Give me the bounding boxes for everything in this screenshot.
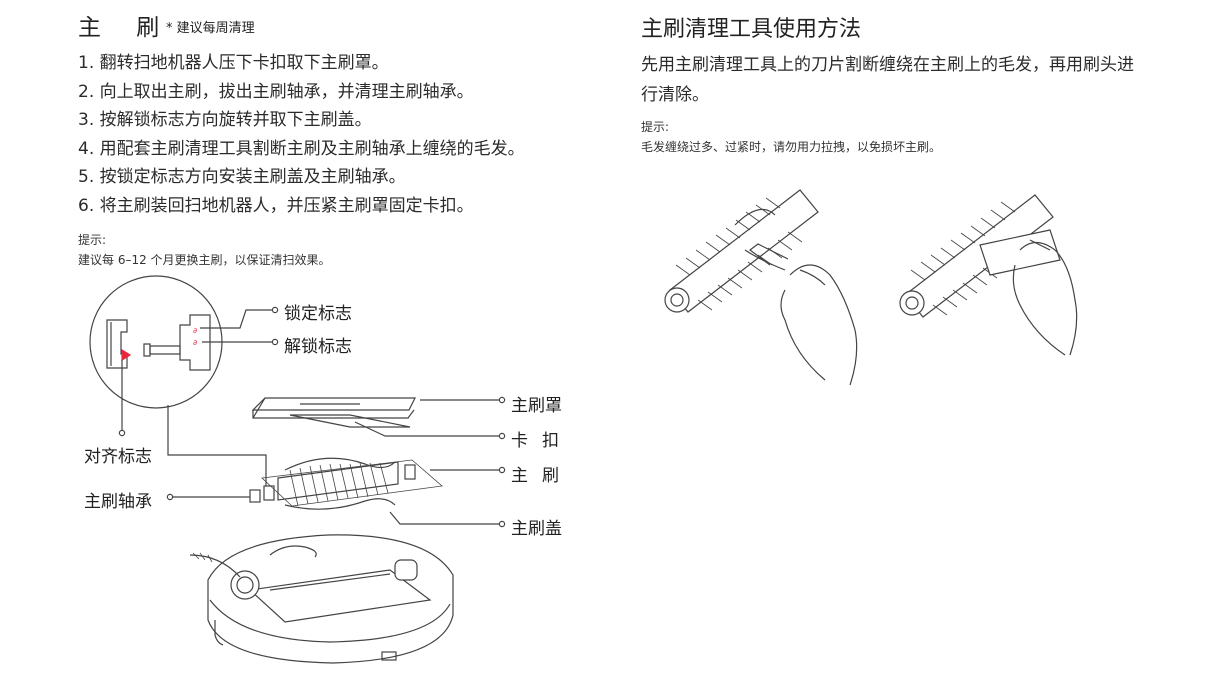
tool-tip-text: 毛发缠绕过多、过紧时，请勿用力拉拽，以免损坏主刷。 [641, 140, 942, 154]
leader-lines [118, 306, 506, 528]
step-item: 1. 翻转扫地机器人压下卡扣取下主刷罩。 [78, 53, 389, 73]
cleaning-frequency-note: * 建议每周清理 [166, 21, 255, 36]
tip-label: 提示: [78, 233, 107, 247]
section-title: 主 刷 [78, 15, 174, 41]
tool-illustration-cutting [664, 189, 858, 386]
lock-detail-callout: ∂ ∂ [89, 275, 223, 409]
tool-usage-title: 主刷清理工具使用方法 [641, 17, 862, 42]
svg-text:∂: ∂ [193, 326, 197, 335]
label-main-brush: 主刷 [511, 466, 573, 486]
label-brush-lid: 主刷盖 [511, 519, 562, 539]
step-item: 5. 按锁定标志方向安装主刷盖及主刷轴承。 [78, 167, 406, 188]
tool-illustration-brushing [899, 194, 1078, 356]
brush-cover-part [251, 397, 416, 428]
label-brush-cover: 主刷罩 [511, 396, 562, 416]
tool-usage-paragraph: 先用主刷清理工具上的刀片割断缠绕在主刷上的毛发，再用刷头进行清除。 [641, 55, 1134, 105]
main-brush-part [249, 457, 443, 510]
tip-text: 建议每 6–12 个月更换主刷，以保证清扫效果。 [78, 253, 331, 267]
step-item: 3. 按解锁标志方向旋转并取下主刷盖。 [78, 110, 372, 131]
label-lock-mark: 锁定标志 [284, 304, 352, 324]
robot-body [189, 534, 454, 664]
label-bearing: 主刷轴承 [84, 492, 152, 512]
cleaning-steps-list: 1. 翻转扫地机器人压下卡扣取下主刷罩。 2. 向上取出主刷，拔出主刷轴承，并清… [78, 49, 525, 221]
label-unlock-mark: 解锁标志 [284, 337, 352, 357]
step-item: 6. 将主刷装回扫地机器人，并压紧主刷罩固定卡扣。 [78, 195, 474, 216]
label-clip: 卡扣 [511, 431, 573, 451]
step-item: 2. 向上取出主刷，拔出主刷轴承，并清理主刷轴承。 [78, 81, 474, 102]
tool-tip-label: 提示: [641, 120, 670, 134]
label-align-mark: 对齐标志 [84, 447, 152, 467]
step-item: 4. 用配套主刷清理工具割断主刷及主刷轴承上缠绕的毛发。 [78, 138, 525, 159]
svg-text:∂: ∂ [193, 338, 197, 347]
